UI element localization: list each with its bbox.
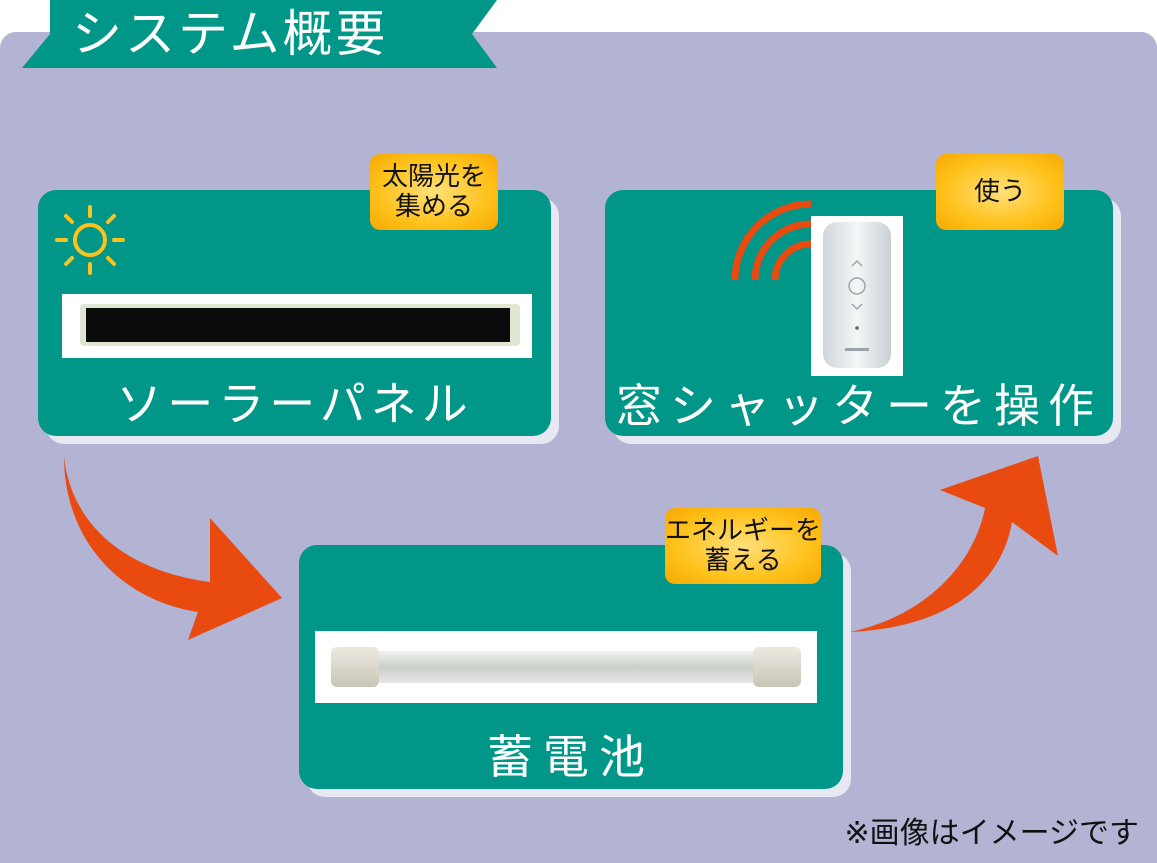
remote-control (823, 222, 891, 368)
battery-tag-line1: エネルギーを (665, 516, 822, 546)
arrow-up-right (850, 456, 1058, 632)
battery-tag-line2: 蓄える (704, 546, 782, 576)
footnote: ※画像はイメージです (844, 816, 1139, 851)
solar-tag: 太陽光を 集める (370, 154, 498, 230)
remote-control-image (811, 216, 903, 376)
shutter-card-label: 窓シャッターを操作 (616, 379, 1102, 433)
solar-card-label: ソーラーパネル (116, 377, 473, 431)
battery-image (315, 631, 817, 703)
solar-panel-image (62, 294, 532, 358)
sun-icon (55, 205, 125, 275)
shutter-tag: 使う (936, 154, 1064, 230)
shutter-tag-line1: 使う (973, 177, 1026, 207)
battery-tag: エネルギーを 蓄える (665, 508, 821, 584)
arrow-right-down (64, 456, 282, 640)
shutter-card: 窓シャッターを操作 (605, 190, 1113, 436)
battery-card: 蓄電池 (299, 545, 843, 789)
page-title: システム概要 (72, 5, 389, 63)
title-banner (22, 0, 497, 68)
signal-waves-icon (731, 200, 812, 281)
solar-card: ソーラーパネル (38, 190, 551, 436)
solar-tag-line1: 太陽光を (381, 162, 486, 192)
solar-tag-line2: 集める (394, 192, 473, 222)
battery-card-label: 蓄電池 (487, 730, 655, 784)
